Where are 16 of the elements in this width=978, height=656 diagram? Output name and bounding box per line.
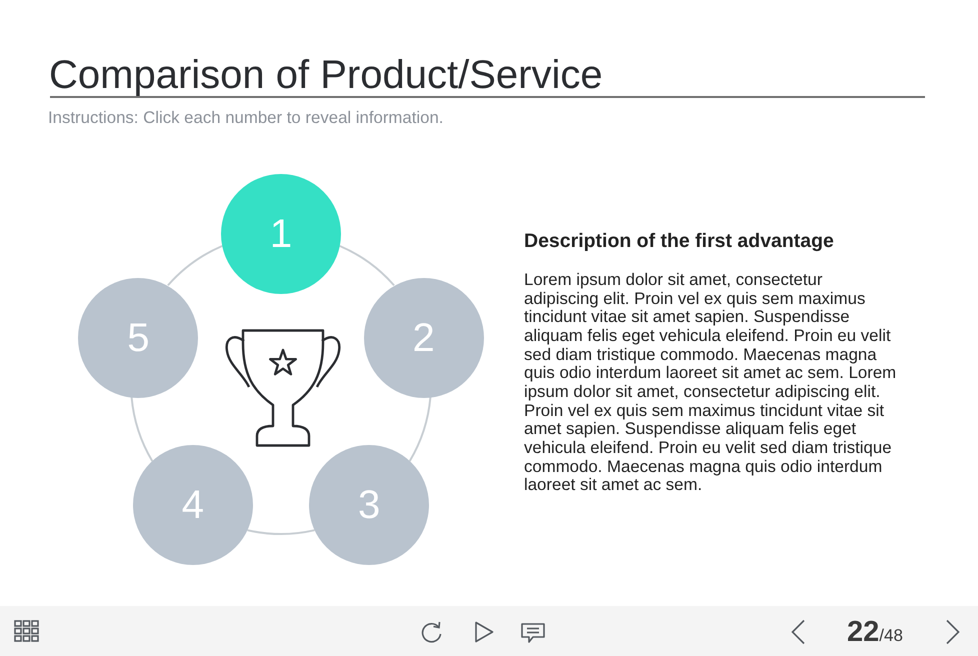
slide-title: Comparison of Product/Service xyxy=(49,56,603,94)
number-circle-button: 1 xyxy=(221,174,341,294)
instructions-text: Instructions: Click each number to reveal information. xyxy=(48,108,444,127)
ring-arc xyxy=(339,245,395,286)
ring-arc xyxy=(408,397,432,462)
ring-arc xyxy=(167,245,223,286)
number-circle-button: 2 xyxy=(364,278,484,398)
total-pages-text: /48 xyxy=(879,626,903,645)
number-circle-button: 4 xyxy=(132,445,253,566)
description-heading: Description of the first advantage xyxy=(524,230,834,253)
ring-arc xyxy=(247,529,315,535)
number-circle-button: 5 xyxy=(78,278,198,398)
description-paragraph: Lorem ipsum dolor sit amet, consectetur adipiscing elit. Proin vel ex quis sem maximus tincidunt vitae sit amet sapien. Suspendisse aliquam felis eget vehicula eleifend. Proin eu velit sed diam tristique commodo. Maecenas magna quis odio interdum laoreet sit amet ac sem. Lorem ipsum dolor sit amet, consectetur adipiscing elit. Proin vel ex quis sem maximus tincidunt vitae sit amet sapien. Suspendisse aliquam felis eget vehicula eleifend. Proin eu velit sed diam tristique commodo. Maecenas magna quis odio interdum laoreet sit amet ac sem. xyxy=(524,271,898,495)
ring-arc xyxy=(130,397,154,462)
number-circle-button: 3 xyxy=(309,445,430,566)
current-page-number: 22 xyxy=(847,616,880,648)
